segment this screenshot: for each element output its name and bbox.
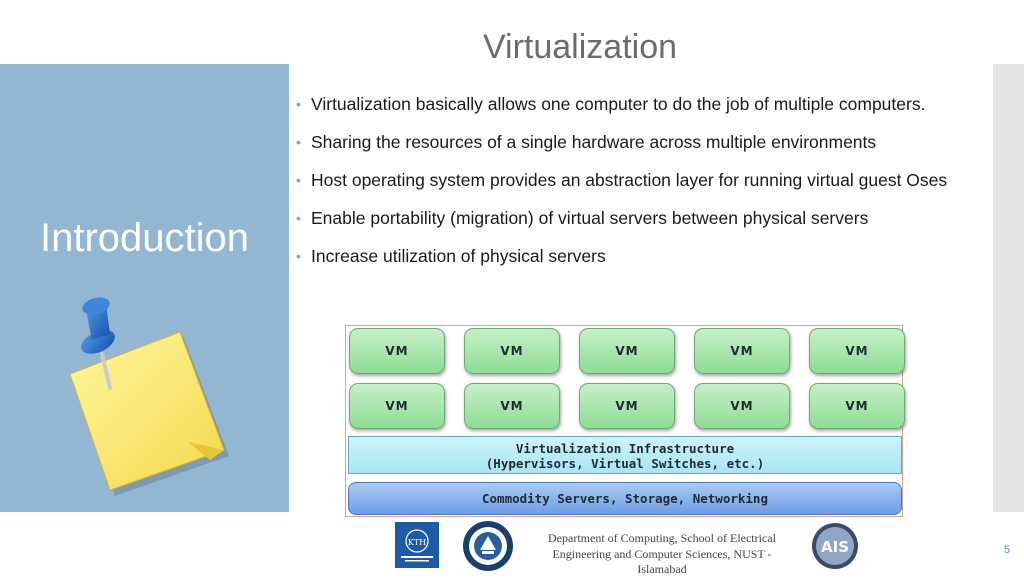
ais-logo: AIS <box>812 523 858 569</box>
bullet-list: • Virtualization basically allows one com… <box>296 92 986 282</box>
vm-box: VM <box>694 328 790 374</box>
bullet-item: • Enable portability (migration) of virtu… <box>296 206 986 231</box>
footer-line: Engineering and Computer Sciences, NUST … <box>552 546 772 561</box>
virtualization-diagram: Virtualization Infrastructure (Hyperviso… <box>345 325 905 517</box>
footer-line: Islamabad <box>637 562 687 576</box>
bullet-icon: • <box>296 248 301 264</box>
ais-logo-text: AIS <box>821 538 849 556</box>
vm-box: VM <box>464 383 560 429</box>
infrastructure-title: Virtualization Infrastructure <box>515 441 735 456</box>
bullet-icon: • <box>296 96 301 112</box>
section-heading: Introduction <box>40 216 250 260</box>
bullet-text: Host operating system provides an abstra… <box>311 170 948 190</box>
bullet-item: • Sharing the resources of a single hard… <box>296 130 986 155</box>
vm-box: VM <box>349 383 445 429</box>
bullet-text: Increase utilization of physical servers <box>311 246 606 266</box>
bullet-icon: • <box>296 134 301 150</box>
vm-box: VM <box>809 328 905 374</box>
bullet-icon: • <box>296 172 301 188</box>
kth-logo: KTH <box>395 522 439 568</box>
pushpin-note-icon <box>69 297 229 496</box>
bullet-text: Virtualization basically allows one comp… <box>311 94 926 114</box>
vm-box: VM <box>694 383 790 429</box>
kth-logo-text: KTH <box>408 538 426 547</box>
infrastructure-subtitle: (Hypervisors, Virtual Switches, etc.) <box>485 456 765 471</box>
left-panel: Introduction <box>0 64 289 512</box>
slide-title: Virtualization <box>482 28 678 66</box>
vm-box: VM <box>464 328 560 374</box>
virtualization-infrastructure-layer: Virtualization Infrastructure (Hyperviso… <box>348 436 902 474</box>
page-number: 5 <box>1004 544 1011 556</box>
bullet-icon: • <box>296 210 301 226</box>
vm-box: VM <box>809 383 905 429</box>
vm-box: VM <box>579 328 675 374</box>
nust-logo <box>463 521 513 571</box>
vm-box: VM <box>579 383 675 429</box>
bullet-text: Sharing the resources of a single hardwa… <box>311 132 877 152</box>
footer-line: Department of Computing, School of Elect… <box>548 531 776 545</box>
bullet-text: Enable portability (migration) of virtua… <box>311 208 869 228</box>
footer-department: Department of Computing, School of Elect… <box>528 531 796 578</box>
bullet-item: • Host operating system provides an abstr… <box>296 168 986 193</box>
bullet-item: • Increase utilization of physical server… <box>296 244 986 269</box>
commodity-hardware-layer: Commodity Servers, Storage, Networking <box>348 482 902 515</box>
right-side-strip <box>993 64 1024 512</box>
vm-box: VM <box>349 328 445 374</box>
bullet-item: • Virtualization basically allows one com… <box>296 92 986 117</box>
